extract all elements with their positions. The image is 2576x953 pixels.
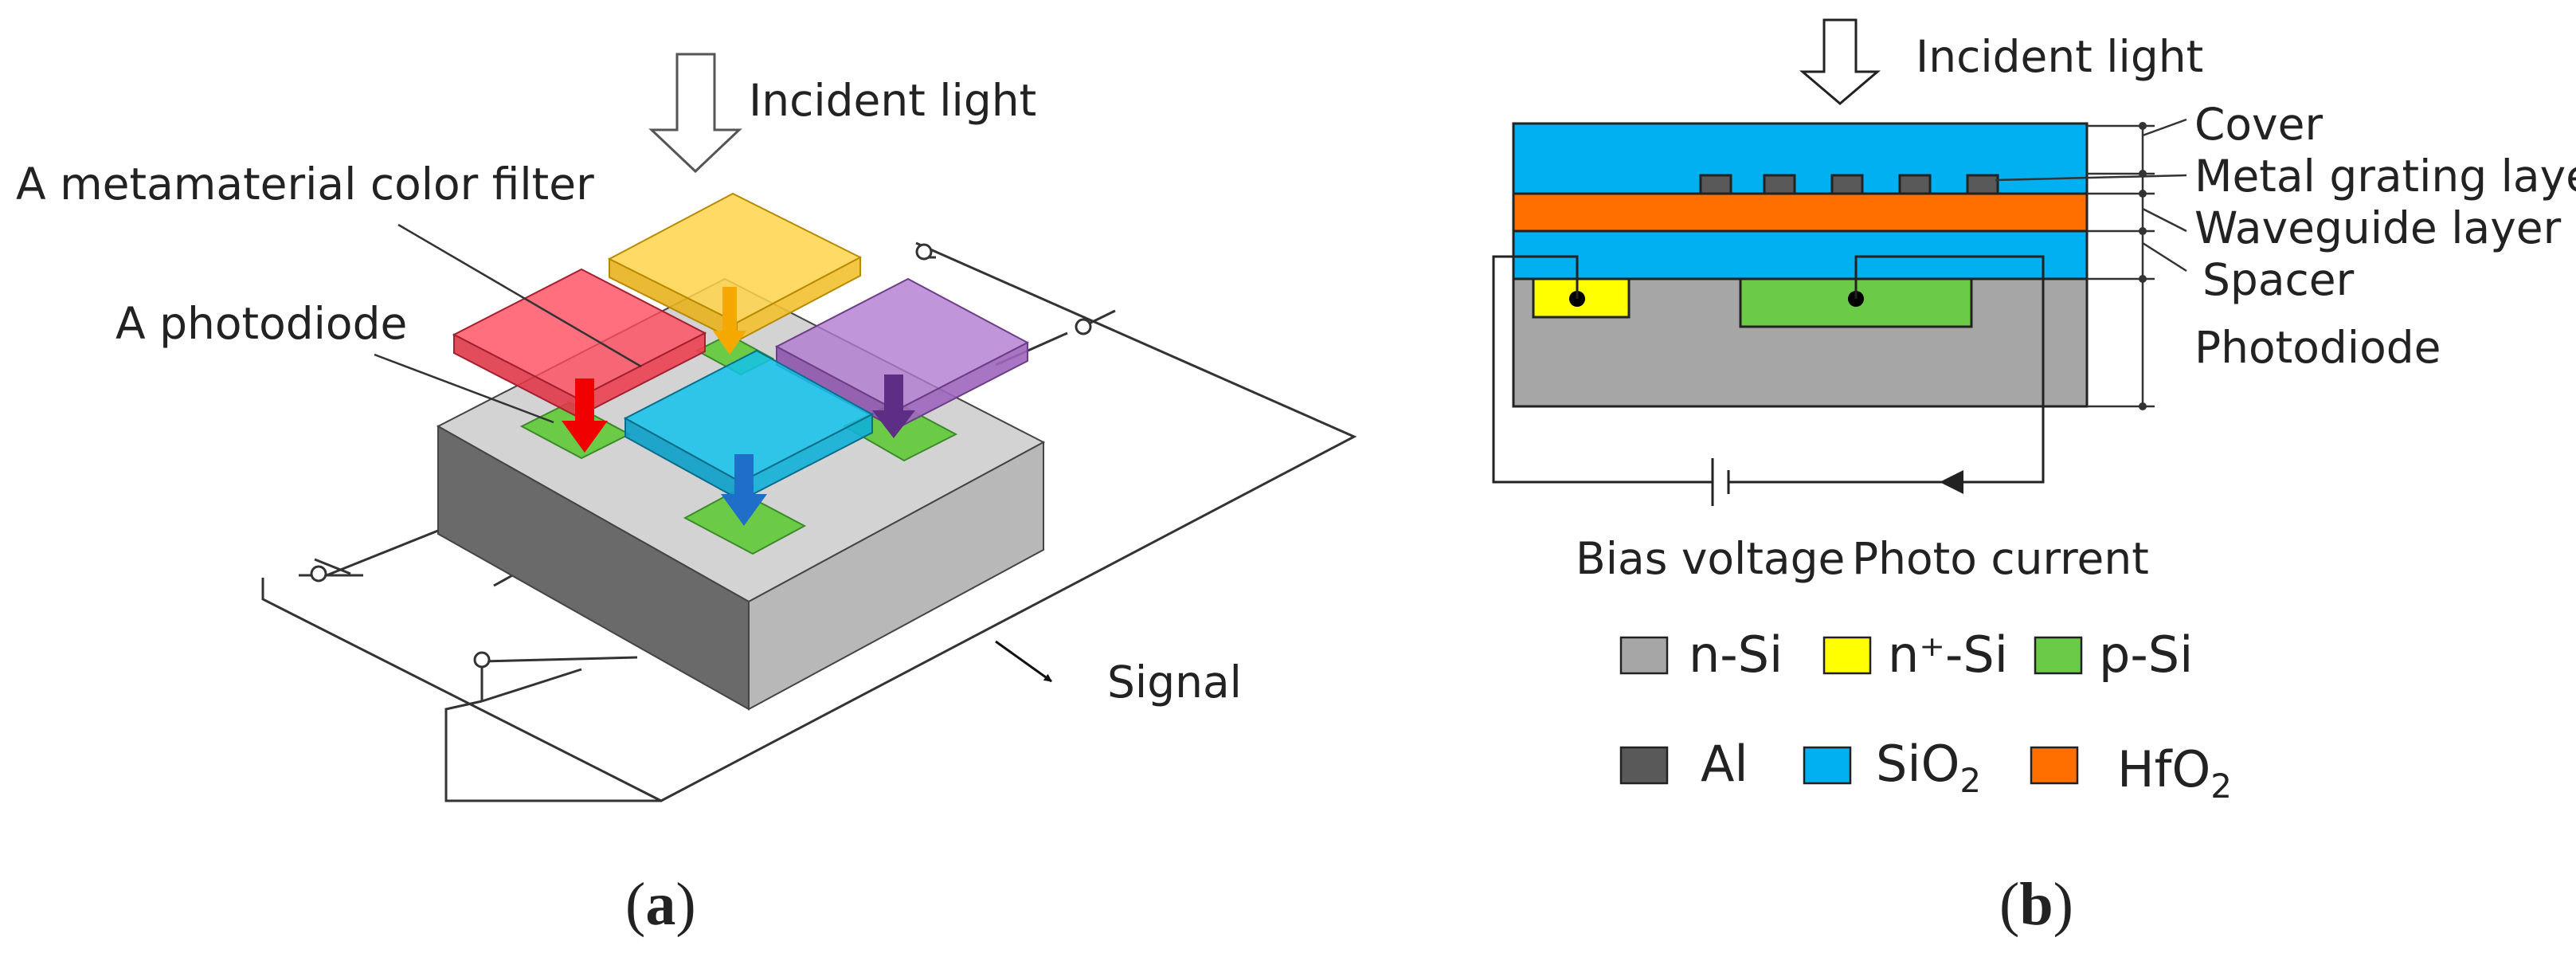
filter-red — [452, 268, 707, 418]
incident-light-arrow-a — [648, 53, 742, 174]
arrow-cyan — [721, 454, 767, 526]
switch-terminal — [473, 651, 491, 669]
cover-layer — [1512, 122, 2089, 195]
leader-lines-b — [1995, 118, 2187, 273]
label-cover: Cover — [2194, 99, 2323, 150]
legend-swatch-sio2 — [1803, 746, 1852, 785]
bias-circuit — [1492, 255, 2045, 506]
legend-swatch-n-plus-si — [1822, 636, 1872, 675]
panel-a: Incident light A metamaterial color filt… — [16, 53, 1357, 938]
spacer-layer — [1512, 229, 2089, 280]
legend-label-p-si: p-Si — [2099, 626, 2193, 684]
label-metal-grating: Metal grating layer — [2194, 151, 2576, 202]
leader-lines-a — [374, 223, 642, 424]
legend-swatch-n-si — [1619, 636, 1669, 675]
legend-label-sio2: SiO2 — [1876, 735, 1981, 800]
label-photo-current: Photo current — [1852, 533, 2149, 584]
legend-swatch-hfo2 — [2030, 746, 2079, 785]
grating-bar — [1699, 174, 1732, 195]
arrow-red — [562, 378, 608, 453]
grating-bar — [1898, 174, 1932, 195]
label-bias-voltage: Bias voltage — [1576, 533, 1845, 584]
block-side-face — [748, 441, 1044, 711]
switch-terminal — [1075, 318, 1092, 335]
grating-bar — [1830, 174, 1864, 195]
label-spacer: Spacer — [2202, 254, 2355, 305]
label-metamaterial-filter: A metamaterial color filter — [16, 159, 594, 210]
label-waveguide: Waveguide layer — [2194, 202, 2562, 253]
signal-arrow — [995, 640, 1052, 683]
filter-cyan — [623, 349, 875, 502]
waveguide-layer — [1512, 192, 2089, 233]
device-stack — [1512, 122, 2089, 408]
caption-b: (b) — [1999, 871, 2073, 938]
legend-label-al: Al — [1701, 735, 1748, 793]
label-signal: Signal — [1107, 657, 1242, 708]
grating-bar — [1763, 174, 1796, 195]
legend-label-hfo2: HfO2 — [2117, 740, 2232, 806]
arrow-purple — [872, 375, 915, 438]
switch-terminal — [915, 243, 933, 261]
legend-label-n-plus-si: n⁺-Si — [1888, 626, 2008, 684]
thickness-marker — [2087, 124, 2155, 408]
caption-a: (a) — [625, 871, 696, 938]
grating-bar — [1966, 174, 1999, 195]
label-incident-light-a: Incident light — [749, 75, 1036, 126]
label-photodiode-a: A photodiode — [115, 298, 407, 349]
incident-light-arrow-b — [1799, 18, 1881, 105]
arrow-yellow — [713, 287, 746, 355]
legend-label-n-si: n-Si — [1689, 626, 1783, 684]
label-incident-light-b: Incident light — [1916, 31, 2203, 82]
current-arrow-head — [1940, 470, 1963, 494]
switch-terminal — [310, 565, 327, 582]
filter-purple — [774, 277, 1030, 430]
legend: n-Si n⁺-Si p-Si Al SiO2 HfO2 — [1619, 626, 2232, 806]
legend-swatch-p-si — [2034, 636, 2083, 675]
panel-b: Incident light — [1492, 18, 2576, 938]
legend-swatch-al — [1619, 746, 1669, 785]
label-photodiode-b: Photodiode — [2194, 322, 2441, 373]
